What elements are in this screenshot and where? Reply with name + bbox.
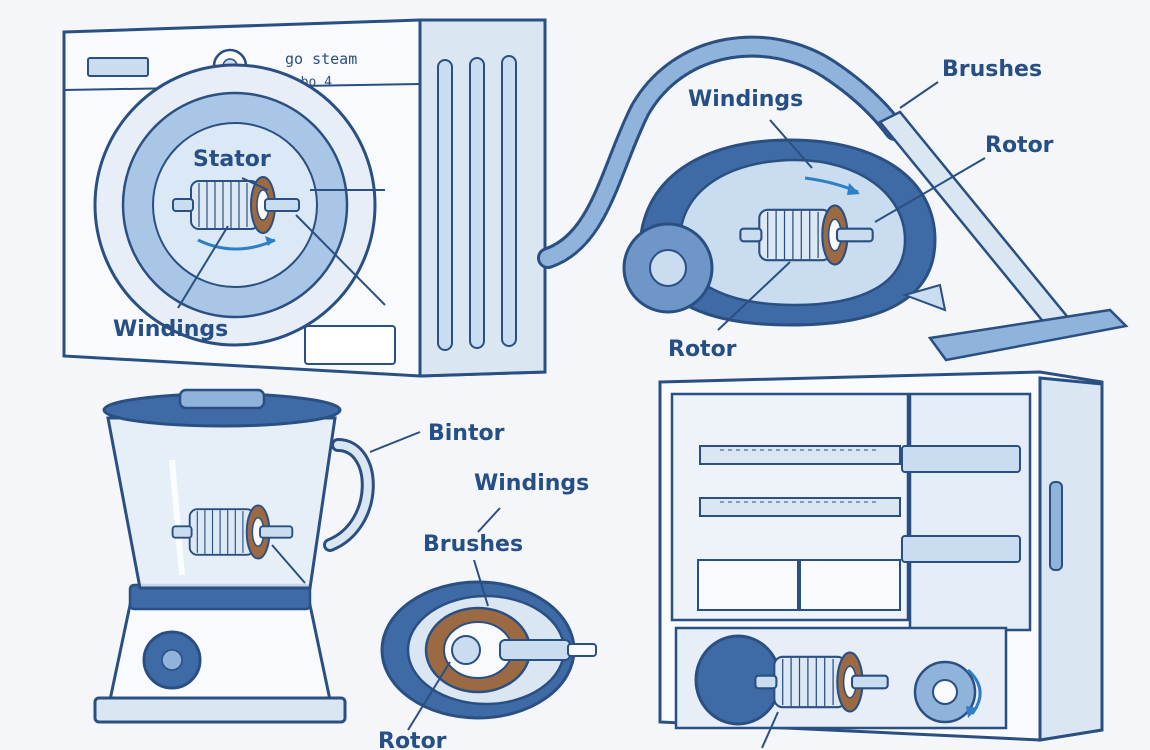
blender: Bintor	[93, 388, 505, 724]
vacuum-windings-label: Windings	[688, 87, 803, 112]
fridge-handle	[1049, 481, 1063, 571]
washing-machine: go steam Onbo 4 Stator Windings	[62, 18, 547, 378]
fridge-door-bin	[901, 445, 1021, 473]
vacuum-inlet	[901, 283, 947, 312]
fridge-drawer	[799, 559, 901, 611]
motor-shaft-tip	[567, 643, 597, 657]
fridge-door-inner	[908, 392, 1032, 632]
vacuum-arrowhead	[847, 183, 860, 195]
blender-jar	[106, 416, 337, 590]
motor-shaft	[499, 639, 571, 661]
stator-leader	[241, 177, 269, 191]
motor-shaft-end	[451, 635, 481, 665]
blender-glass-shine	[169, 459, 185, 576]
vacuum-wheel-hub	[649, 249, 687, 287]
washer-side-rib	[501, 55, 517, 347]
vacuum-brushes-leader	[899, 81, 939, 109]
motor-closeup: Windings Brushes Rotor	[378, 471, 597, 750]
detergent-drawer	[87, 57, 149, 77]
blender-base	[108, 603, 332, 702]
blender-knob-center	[161, 649, 183, 671]
washer-leader-line	[295, 214, 386, 306]
washer-side-rib	[469, 57, 485, 349]
panel-text-1: go steam	[285, 50, 357, 68]
blender-bintor-label: Bintor	[428, 421, 505, 446]
vacuum-rotor-label-right: Rotor	[985, 133, 1054, 158]
vacuum-cleaner: Windings Brushes Rotor Rotor	[622, 57, 1129, 362]
fridge-door-bin	[901, 535, 1021, 563]
vacuum-windings-leader	[769, 119, 813, 169]
fridge-shelf	[699, 497, 901, 517]
rotation-arrowhead	[265, 236, 275, 246]
closeup-rotor-leader	[407, 661, 451, 731]
refrigerator	[658, 370, 1104, 749]
closeup-brushes-label: Brushes	[423, 532, 523, 557]
windings-leader	[177, 225, 229, 309]
vacuum-floor-head	[927, 308, 1129, 362]
hose-ridges	[540, 38, 903, 266]
blender-bintor-leader	[369, 431, 421, 453]
fridge-door	[1038, 376, 1104, 742]
closeup-windings-leader	[477, 507, 501, 533]
vacuum-rotor-bottom-leader	[717, 261, 791, 331]
vacuum-brushes-label: Brushes	[942, 57, 1042, 82]
washer-side-rib	[437, 59, 453, 351]
blender-foot	[93, 696, 347, 724]
closeup-rotor-label: Rotor	[378, 729, 447, 750]
vacuum-rotor-leader	[874, 157, 986, 223]
fridge-drawer	[697, 559, 799, 611]
fridge-fan-hub	[932, 679, 958, 705]
closeup-windings-label: Windings	[474, 471, 589, 496]
blender-lid-cap	[178, 388, 266, 410]
rotation-arrow	[197, 238, 276, 251]
blender-leader	[271, 544, 306, 584]
blender-handle-inner	[326, 441, 372, 549]
fridge-shelf	[699, 445, 901, 465]
fridge-leader	[761, 711, 779, 749]
closeup-brushes-leader	[473, 559, 489, 607]
vacuum-rotor-label-bottom: Rotor	[668, 337, 737, 362]
washer-filter-panel	[304, 325, 396, 365]
vacuum-hose	[537, 35, 906, 269]
washer-windings-label: Windings	[113, 317, 228, 342]
washer-stator-label: Stator	[193, 147, 271, 172]
fridge-rotation-arrowhead	[966, 706, 978, 718]
